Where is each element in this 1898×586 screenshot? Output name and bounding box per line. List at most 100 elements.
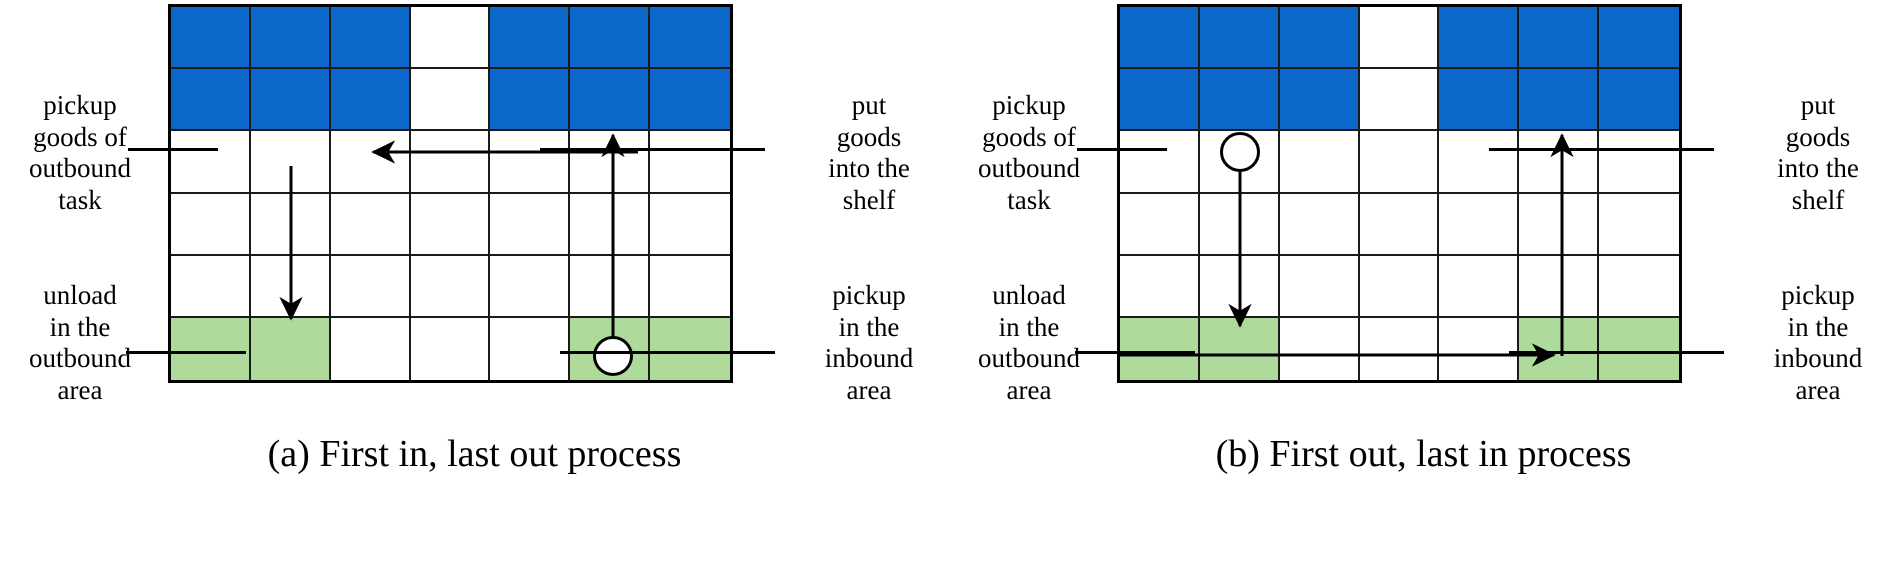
grid-cell-r1c3 bbox=[330, 7, 411, 70]
grid-cell-r2c1 bbox=[171, 69, 251, 132]
grid-cell-r2c2 bbox=[1199, 69, 1280, 132]
grid-cell-r4c5 bbox=[490, 193, 571, 256]
grid-cell-r1c5 bbox=[1439, 7, 1520, 70]
leader-line-top-right-a bbox=[540, 148, 765, 151]
panel-b: pickup goods of outbound task unload in … bbox=[949, 0, 1898, 586]
grid-cell-r3c1 bbox=[1120, 131, 1200, 194]
grid-cell-r6c7 bbox=[1599, 317, 1679, 380]
grid-cell-r5c5 bbox=[1439, 255, 1520, 318]
leader-line-bottom-right-b bbox=[1509, 351, 1724, 354]
grid-cells-b bbox=[1117, 4, 1682, 383]
grid-cell-r2c5 bbox=[490, 69, 571, 132]
grid-cell-r4c5 bbox=[1439, 193, 1520, 256]
grid-cell-r3c5 bbox=[490, 131, 571, 194]
grid-cell-r6c4 bbox=[410, 317, 491, 380]
grid-cell-r3c6 bbox=[1519, 131, 1600, 194]
label-pickup-in-the-inbound-area-b: pickup in the inbound area bbox=[1773, 280, 1863, 405]
robot-circle-b[interactable] bbox=[1220, 132, 1260, 172]
grid-cell-r6c3 bbox=[1279, 317, 1360, 380]
grid-cell-r5c2 bbox=[250, 255, 331, 318]
grid-cell-r1c3 bbox=[1279, 7, 1360, 70]
grid-cell-r1c6 bbox=[570, 7, 651, 70]
grid-cell-r1c7 bbox=[650, 7, 730, 70]
grid-cell-r5c7 bbox=[650, 255, 730, 318]
leader-line-bottom-right-a bbox=[560, 351, 775, 354]
grid-cell-r3c4 bbox=[1359, 131, 1440, 194]
grid-cell-r1c7 bbox=[1599, 7, 1679, 70]
grid-cell-r4c6 bbox=[570, 193, 651, 256]
grid-cell-r1c6 bbox=[1519, 7, 1600, 70]
grid-cell-r4c6 bbox=[1519, 193, 1600, 256]
grid-cell-r6c5 bbox=[1439, 317, 1520, 380]
grid-cell-r4c3 bbox=[1279, 193, 1360, 256]
grid-cell-r3c2 bbox=[250, 131, 331, 194]
grid-cell-r2c4 bbox=[410, 69, 491, 132]
leader-line-bottom-left-b bbox=[1075, 351, 1195, 354]
grid-cells-a bbox=[168, 4, 733, 383]
grid-cell-r2c7 bbox=[1599, 69, 1679, 132]
grid-cell-r4c2 bbox=[250, 193, 331, 256]
grid-cell-r4c3 bbox=[330, 193, 411, 256]
grid-cell-r4c4 bbox=[1359, 193, 1440, 256]
grid-cell-r4c7 bbox=[650, 193, 730, 256]
grid-cell-r3c4 bbox=[410, 131, 491, 194]
grid-cell-r1c2 bbox=[1199, 7, 1280, 70]
grid-cell-r3c3 bbox=[330, 131, 411, 194]
grid-cell-r5c5 bbox=[490, 255, 571, 318]
label-pickup-goods-of-outbound-task-b: pickup goods of outbound task bbox=[977, 90, 1080, 215]
label-unload-in-the-outbound-area-b: unload in the outbound area bbox=[977, 280, 1080, 405]
grid-cell-r3c3 bbox=[1279, 131, 1360, 194]
grid-cell-r4c2 bbox=[1199, 193, 1280, 256]
grid-cell-r6c4 bbox=[1359, 317, 1440, 380]
grid-cell-r5c1 bbox=[1120, 255, 1200, 318]
label-pickup-in-the-inbound-area-a: pickup in the inbound area bbox=[824, 280, 914, 405]
grid-cell-r5c1 bbox=[171, 255, 251, 318]
grid-cell-r1c2 bbox=[250, 7, 331, 70]
grid-cell-r1c1 bbox=[1120, 7, 1200, 70]
caption-panel-b: (b) First out, last in process bbox=[1215, 433, 1632, 475]
grid-cell-r6c2 bbox=[1199, 317, 1280, 380]
grid-cell-r5c4 bbox=[410, 255, 491, 318]
grid-cell-r2c2 bbox=[250, 69, 331, 132]
grid-cell-r2c3 bbox=[1279, 69, 1360, 132]
grid-cell-r5c2 bbox=[1199, 255, 1280, 318]
leader-line-top-left-b bbox=[1077, 148, 1167, 151]
caption-panel-a: (a) First in, last out process bbox=[267, 433, 682, 475]
grid-cell-r4c1 bbox=[1120, 193, 1200, 256]
leader-line-top-right-b bbox=[1489, 148, 1714, 151]
grid-cell-r1c4 bbox=[410, 7, 491, 70]
grid-cell-r5c3 bbox=[330, 255, 411, 318]
grid-cell-r3c7 bbox=[650, 131, 730, 194]
grid-cell-r4c4 bbox=[410, 193, 491, 256]
grid-cell-r6c6 bbox=[1519, 317, 1600, 380]
grid-cell-r5c6 bbox=[570, 255, 651, 318]
leader-line-top-left-a bbox=[128, 148, 218, 151]
grid-cell-r2c6 bbox=[1519, 69, 1600, 132]
panel-a: pickup goods of outbound task unload in … bbox=[28, 4, 914, 475]
grid-cell-r6c3 bbox=[330, 317, 411, 380]
grid-cell-r2c5 bbox=[1439, 69, 1520, 132]
grid-cell-r5c3 bbox=[1279, 255, 1360, 318]
warehouse-grid-b bbox=[1117, 4, 1682, 383]
grid-cell-r5c4 bbox=[1359, 255, 1440, 318]
grid-cell-r6c1 bbox=[171, 317, 251, 380]
label-pickup-goods-of-outbound-task-a: pickup goods of outbound task bbox=[28, 90, 131, 215]
robot-circle-a[interactable] bbox=[593, 336, 633, 376]
grid-cell-r1c4 bbox=[1359, 7, 1440, 70]
grid-cell-r6c2 bbox=[250, 317, 331, 380]
grid-cell-r4c1 bbox=[171, 193, 251, 256]
grid-cell-r6c5 bbox=[490, 317, 571, 380]
grid-cell-r3c1 bbox=[171, 131, 251, 194]
grid-cell-r2c1 bbox=[1120, 69, 1200, 132]
grid-cell-r1c5 bbox=[490, 7, 571, 70]
grid-cell-r3c5 bbox=[1439, 131, 1520, 194]
label-unload-in-the-outbound-area-a: unload in the outbound area bbox=[28, 280, 131, 405]
grid-cell-r4c7 bbox=[1599, 193, 1679, 256]
label-put-goods-into-the-shelf-b: put goods into the shelf bbox=[1777, 90, 1859, 215]
grid-cell-r3c6 bbox=[570, 131, 651, 194]
warehouse-grid-a bbox=[168, 4, 733, 383]
grid-cell-r3c7 bbox=[1599, 131, 1679, 194]
grid-cell-r6c1 bbox=[1120, 317, 1200, 380]
label-put-goods-into-the-shelf-a: put goods into the shelf bbox=[828, 90, 910, 215]
